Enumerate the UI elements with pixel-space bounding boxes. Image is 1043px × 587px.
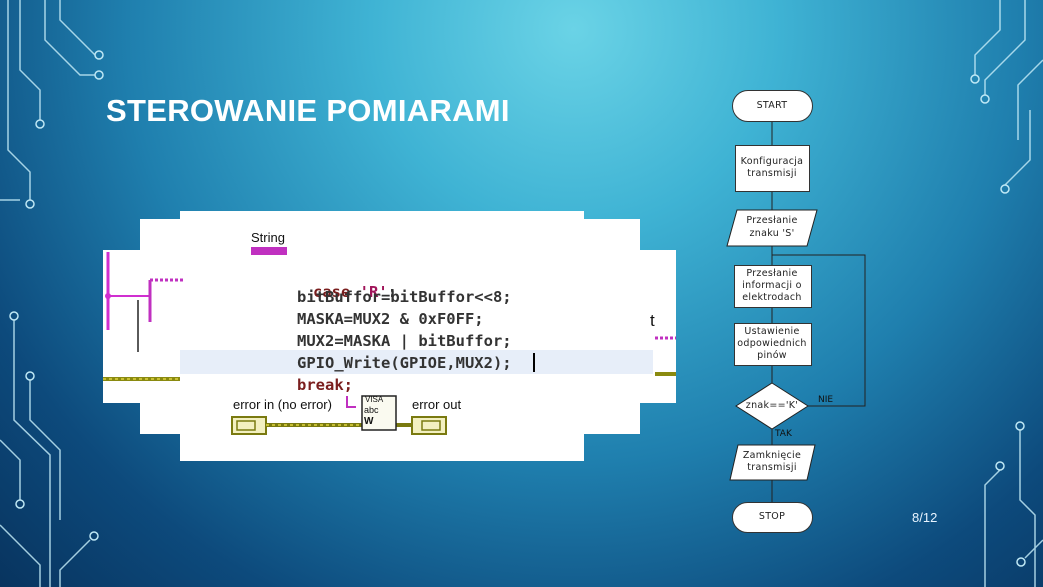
slide-title: STEROWANIE POMIARAMI [106, 93, 510, 128]
string-indicator-icon [251, 247, 287, 255]
flow-info-l2: informacji o [742, 280, 802, 291]
code-line-case: case 'R': [257, 265, 397, 319]
code-line-2: MASKA=MUX2 & 0xF0FF; [297, 310, 484, 328]
flow-config [735, 145, 810, 192]
code-line-3: MUX2=MASKA | bitBuffor; [297, 332, 512, 350]
string-label: String [251, 230, 285, 245]
case-keyword: case [313, 283, 351, 301]
flow-close-l2: transmisji [747, 462, 797, 473]
highlighted-line [180, 350, 653, 374]
flow-send-l2: znaku 'S' [749, 228, 795, 239]
flow-yes-label: TAK [775, 429, 792, 439]
code-view: String case 'R': bitBuffor=bitBuffor<<8;… [180, 211, 653, 461]
code-line-5: break; [297, 376, 353, 394]
flow-info-l3: elektrodach [742, 292, 802, 303]
flow-config-l1: Konfiguracja [740, 156, 804, 167]
case-colon: : [387, 283, 398, 301]
flow-pins-l3: pinów [757, 350, 787, 361]
flow-pins-l2: odpowiednich [737, 338, 807, 349]
flow-pins [734, 323, 812, 366]
page-number: 8/12 [912, 510, 938, 525]
flow-send-l1: Przesłanie [746, 215, 798, 226]
abc-label: abc [364, 405, 379, 415]
visa-label: VISA [365, 395, 384, 404]
flow-start-label: START [756, 100, 788, 111]
flow-info-l1: Przesłanie [746, 268, 798, 279]
text-cursor [533, 353, 535, 372]
flow-decision-label: znak=='K' [745, 400, 799, 411]
case-value: 'R' [359, 283, 388, 301]
code-line-4: GPIO_Write(GPIOE,MUX2); [297, 354, 512, 372]
flow-stop [732, 502, 813, 533]
code-line-1: bitBuffor=bitBuffor<<8; [297, 288, 512, 306]
error-out-label: error out [412, 397, 462, 412]
flow-no-label: NIE [818, 395, 834, 405]
flow-pins-l1: Ustawienie [744, 326, 800, 337]
flow-close-l1: Zamknięcie [742, 450, 802, 461]
flow-config-l2: transmisji [747, 168, 797, 179]
flow-start [732, 90, 813, 122]
flow-stop-label: STOP [758, 511, 786, 522]
side-char: t [650, 311, 655, 330]
error-in-label: error in (no error) [233, 397, 332, 412]
visa-write-icon: W [364, 416, 374, 427]
flow-info [734, 265, 812, 308]
